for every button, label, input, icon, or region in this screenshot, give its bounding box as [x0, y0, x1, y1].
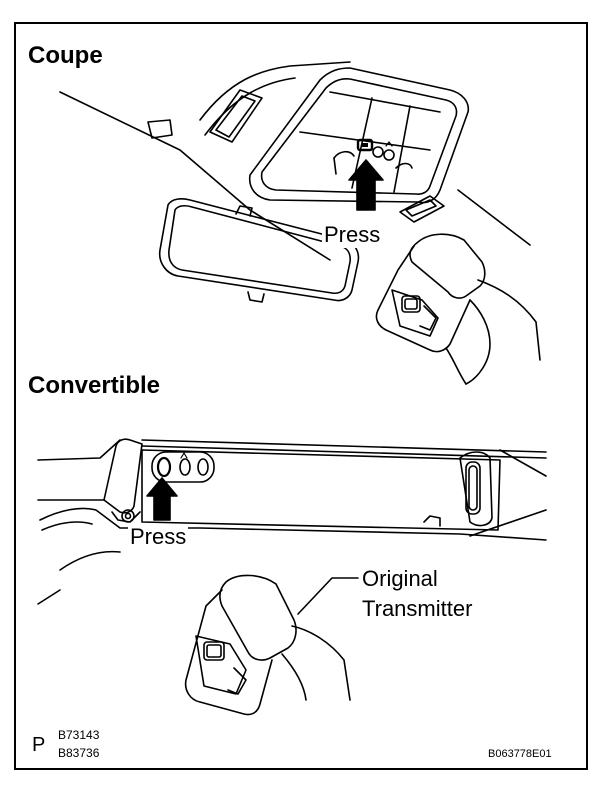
figure-code: B063778E01	[488, 748, 552, 760]
reference-code-2: B83736	[58, 746, 100, 760]
convertible-heading: Convertible	[28, 372, 161, 399]
transmitter-leader-line	[297, 577, 359, 615]
convertible-illustration	[37, 438, 547, 716]
press-label-coupe: Press	[322, 222, 383, 248]
visor-clip-left	[147, 119, 173, 139]
transmitter-label-line1: Original	[362, 566, 438, 591]
right-recess	[399, 195, 445, 223]
roof-edge-line	[457, 189, 531, 246]
coupe-illustration	[59, 61, 541, 385]
hand-transmitter-convertible	[184, 574, 351, 716]
press-label-convertible: Press	[128, 524, 189, 550]
press-arrow-convertible	[146, 477, 178, 521]
right-trim	[459, 451, 493, 527]
press-arrow-coupe	[348, 159, 384, 211]
windshield-header-line	[59, 91, 331, 261]
reference-code-1: B73143	[58, 728, 100, 742]
header-top-line	[141, 439, 547, 453]
coupe-heading: Coupe	[28, 42, 103, 69]
opener-button-convertible[interactable]	[156, 456, 172, 478]
transmitter-label-line2: Transmitter	[362, 596, 473, 621]
opener-button[interactable]	[356, 138, 374, 152]
page-marker: P	[32, 734, 46, 756]
headliner-trim	[199, 61, 351, 121]
left-recess	[209, 89, 263, 143]
hand-transmitter-coupe	[375, 233, 541, 385]
figure-frame	[14, 22, 588, 770]
homelink-panel	[141, 449, 501, 531]
header-top-left	[37, 439, 121, 461]
rear-view-mirror	[158, 198, 360, 303]
